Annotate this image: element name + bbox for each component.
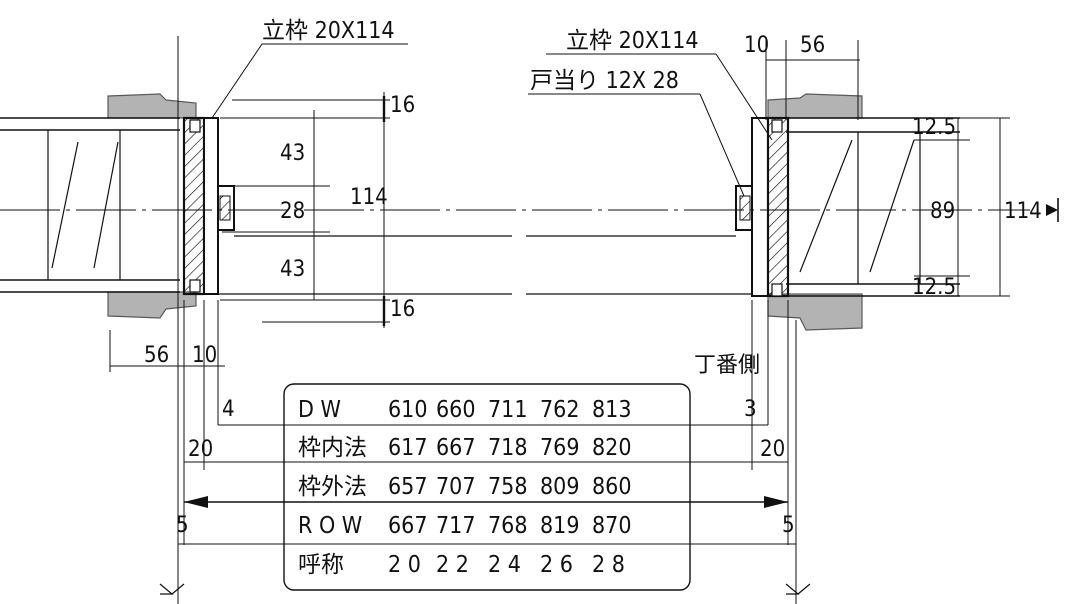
dim-left-20: 20: [188, 437, 213, 462]
table-cell: 667: [436, 435, 476, 461]
left-wall: [0, 93, 197, 319]
dim-28: 28: [280, 199, 305, 224]
dim-right-20: 20: [760, 437, 785, 462]
dim-12-5-bottom: 12.5: [912, 275, 956, 300]
dim-12-5-top: 12.5: [912, 115, 956, 140]
table-row-label: R O W: [298, 513, 362, 539]
dim-left-56: 56: [144, 343, 169, 368]
table-cell: 711: [488, 397, 528, 423]
dim-114-right: 114: [1004, 199, 1042, 224]
table-cell: 660: [436, 397, 476, 423]
table-cell: 809: [540, 474, 580, 500]
table-cell: 860: [592, 474, 632, 500]
dim-right-5: 5: [782, 513, 795, 538]
table-row-label: 枠内法: [298, 435, 367, 461]
left-frame-jamb: [182, 116, 219, 296]
table-cell: 2 8: [592, 552, 625, 578]
table-row-label: 枠外法: [298, 474, 367, 500]
dim-right-56: 56: [800, 33, 825, 58]
table-cell: 2 2: [436, 552, 469, 578]
dim-43-lower: 43: [280, 257, 305, 282]
table-cell: 717: [436, 513, 476, 539]
table-cell: 707: [436, 474, 476, 500]
table-cell: 768: [488, 513, 528, 539]
right-frame-callout: 立枠 20X114: [566, 28, 699, 54]
dim-bottom-16: 16: [390, 297, 415, 322]
dim-43-upper: 43: [280, 141, 305, 166]
right-depth-dimensions: [765, 40, 1059, 297]
left-door-stop: [217, 185, 235, 231]
table-cell: 2 6: [540, 552, 573, 578]
table-cell: 610: [388, 397, 428, 423]
table-cell: 758: [488, 474, 528, 500]
dim-114-center: 114: [350, 185, 388, 210]
left-depth-dimensions: [220, 92, 390, 328]
table-row-label: D W: [298, 397, 341, 423]
table-cell: 2 4: [488, 552, 521, 578]
dim-left-4: 4: [222, 397, 235, 422]
opening-lines: [218, 235, 752, 295]
table-cell: 657: [388, 474, 428, 500]
table-cell: 769: [540, 435, 580, 461]
table-cell: 819: [540, 513, 580, 539]
table-row-label: 呼称: [298, 552, 344, 578]
dim-right-10: 10: [744, 33, 769, 58]
right-wall: [767, 93, 960, 331]
spec-table: [283, 383, 691, 591]
table-cell: 718: [488, 435, 528, 461]
door-stop-callout: 戸当り 12X 28: [530, 68, 679, 94]
table-cell: 820: [592, 435, 632, 461]
dim-left-5: 5: [176, 513, 189, 538]
table-cell: 667: [388, 513, 428, 539]
right-frame-jamb: [751, 116, 790, 298]
dim-left-10: 10: [192, 343, 217, 368]
table-cell: 762: [540, 397, 580, 423]
right-door-stop: [735, 185, 753, 231]
table-cell: 2 0: [388, 552, 421, 578]
hinge-side-label: 丁番側: [694, 353, 760, 378]
table-cell: 870: [592, 513, 632, 539]
table-cell: 813: [592, 397, 632, 423]
dim-top-16: 16: [390, 93, 415, 118]
left-frame-callout: 立枠 20X114: [262, 18, 395, 44]
dim-right-3: 3: [744, 397, 757, 422]
callout-leaders: [211, 43, 773, 197]
table-cell: 617: [388, 435, 428, 461]
dim-89: 89: [930, 199, 955, 224]
spec-table-rows: D W 610 660 711 762 813 枠内法 617 667 718 769 820 枠外法 6…: [298, 397, 632, 578]
